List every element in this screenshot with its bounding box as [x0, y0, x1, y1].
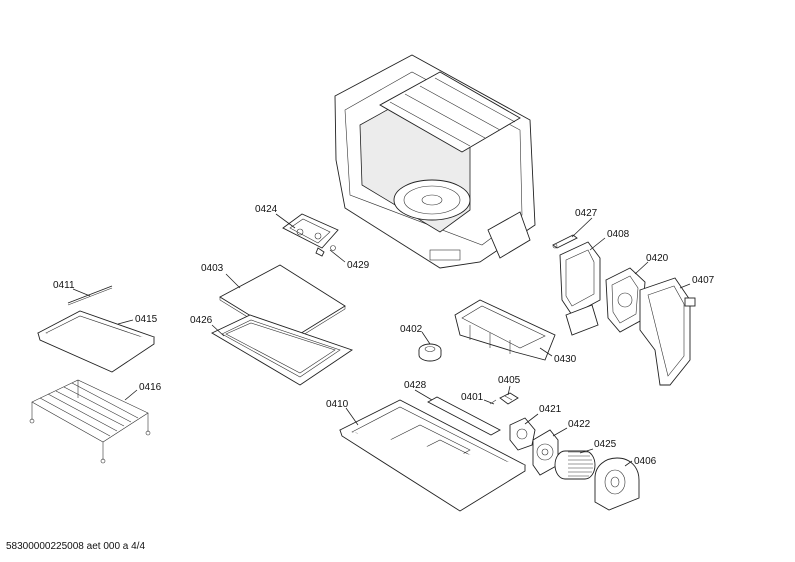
- part-0407-air-duct: [639, 277, 696, 386]
- label-0424: 0424: [255, 204, 278, 215]
- part-0411-rod: [67, 285, 113, 306]
- label-0426: 0426: [190, 315, 213, 326]
- label-0401: 0401: [461, 392, 484, 403]
- part-0425-fan-wheel: [554, 450, 596, 480]
- part-0410-base-plate: [339, 399, 526, 512]
- label-0408: 0408: [607, 229, 630, 240]
- part-0420-fan-housing: [605, 267, 646, 333]
- part-0415-baking-tray: [36, 310, 155, 373]
- part-0428-strip: [427, 396, 501, 436]
- label-0425: 0425: [594, 439, 617, 450]
- part-0427-link: [552, 234, 578, 249]
- label-0430: 0430: [554, 354, 577, 365]
- part-0406-blower-housing: [594, 457, 640, 511]
- label-0427: 0427: [575, 208, 598, 219]
- label-0402: 0402: [400, 324, 423, 335]
- label-0403: 0403: [201, 263, 224, 274]
- part-0421-motor: [509, 417, 536, 451]
- leader-lines: [72, 213, 691, 467]
- label-0421: 0421: [539, 404, 562, 415]
- part-0430-electronics-housing: [454, 299, 556, 361]
- part-0405-clip: [499, 392, 519, 405]
- label-0407: 0407: [692, 275, 715, 286]
- part-0416-wire-rack: [29, 379, 151, 464]
- part-0422-mount-plate: [532, 429, 559, 476]
- label-0415: 0415: [135, 314, 158, 325]
- oven-cavity-housing: [334, 54, 536, 269]
- label-0405: 0405: [498, 375, 521, 386]
- part-labels: 0424 0429 0403 0426 0411 0415 0416 0402 …: [53, 204, 715, 467]
- label-0410: 0410: [326, 399, 349, 410]
- document-reference-footer: 58300000225008 aet 000 a 4/4: [6, 541, 146, 552]
- part-0402-knob: [418, 343, 442, 362]
- label-0411: 0411: [53, 280, 75, 291]
- label-0428: 0428: [404, 380, 427, 391]
- label-0416: 0416: [139, 382, 162, 393]
- label-0429: 0429: [347, 260, 370, 271]
- label-0406: 0406: [634, 456, 657, 467]
- part-0424-bracket: [282, 213, 339, 257]
- part-0408-bracket-assembly: [559, 241, 601, 336]
- label-0420: 0420: [646, 253, 669, 264]
- label-0422: 0422: [568, 419, 591, 430]
- part-0426-seal-frame: [211, 314, 354, 386]
